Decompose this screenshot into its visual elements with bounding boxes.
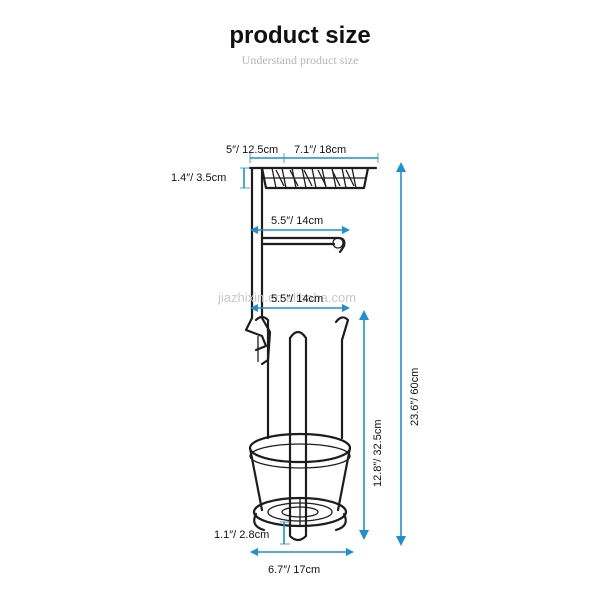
dim-foot-height-line <box>280 521 290 545</box>
page-title: product size <box>229 22 371 49</box>
base <box>252 496 348 532</box>
label-foot-height: 1.1″/ 2.8cm <box>214 529 269 541</box>
dim-reserve-height-arrow <box>359 310 369 540</box>
label-reserve-height: 12.8″/ 32.5cm <box>372 420 384 488</box>
shelf-basket <box>248 166 378 190</box>
label-shelf-height: 1.4″/ 3.5cm <box>171 172 226 184</box>
label-inner-width: 5.5″/ 14cm <box>271 293 323 305</box>
page-subtitle: Understand product size <box>241 53 359 67</box>
label-shelf-width: 7.1″/ 18cm <box>294 144 346 156</box>
watermark-text: jiazhixin.en.alibaba.com <box>217 290 356 305</box>
dim-shelf-width-line <box>249 153 379 163</box>
dim-inner-width-arrow <box>250 304 350 312</box>
dim-base-width-arrow <box>250 548 354 556</box>
roll-arm <box>260 236 346 254</box>
label-total-height: 23.6″/ 60cm <box>409 368 421 426</box>
label-shelf-depth: 5″/ 12.5cm <box>226 144 278 156</box>
dim-arm-arrow <box>250 226 350 234</box>
reserve-cage <box>248 315 352 542</box>
label-arm-length: 5.5″/ 14cm <box>271 215 323 227</box>
label-base-width: 6.7″/ 17cm <box>268 564 320 576</box>
center-post <box>244 166 272 366</box>
dim-shelf-height-line <box>240 167 250 189</box>
product-drawing <box>244 166 378 542</box>
dim-total-height-arrow <box>396 162 406 546</box>
